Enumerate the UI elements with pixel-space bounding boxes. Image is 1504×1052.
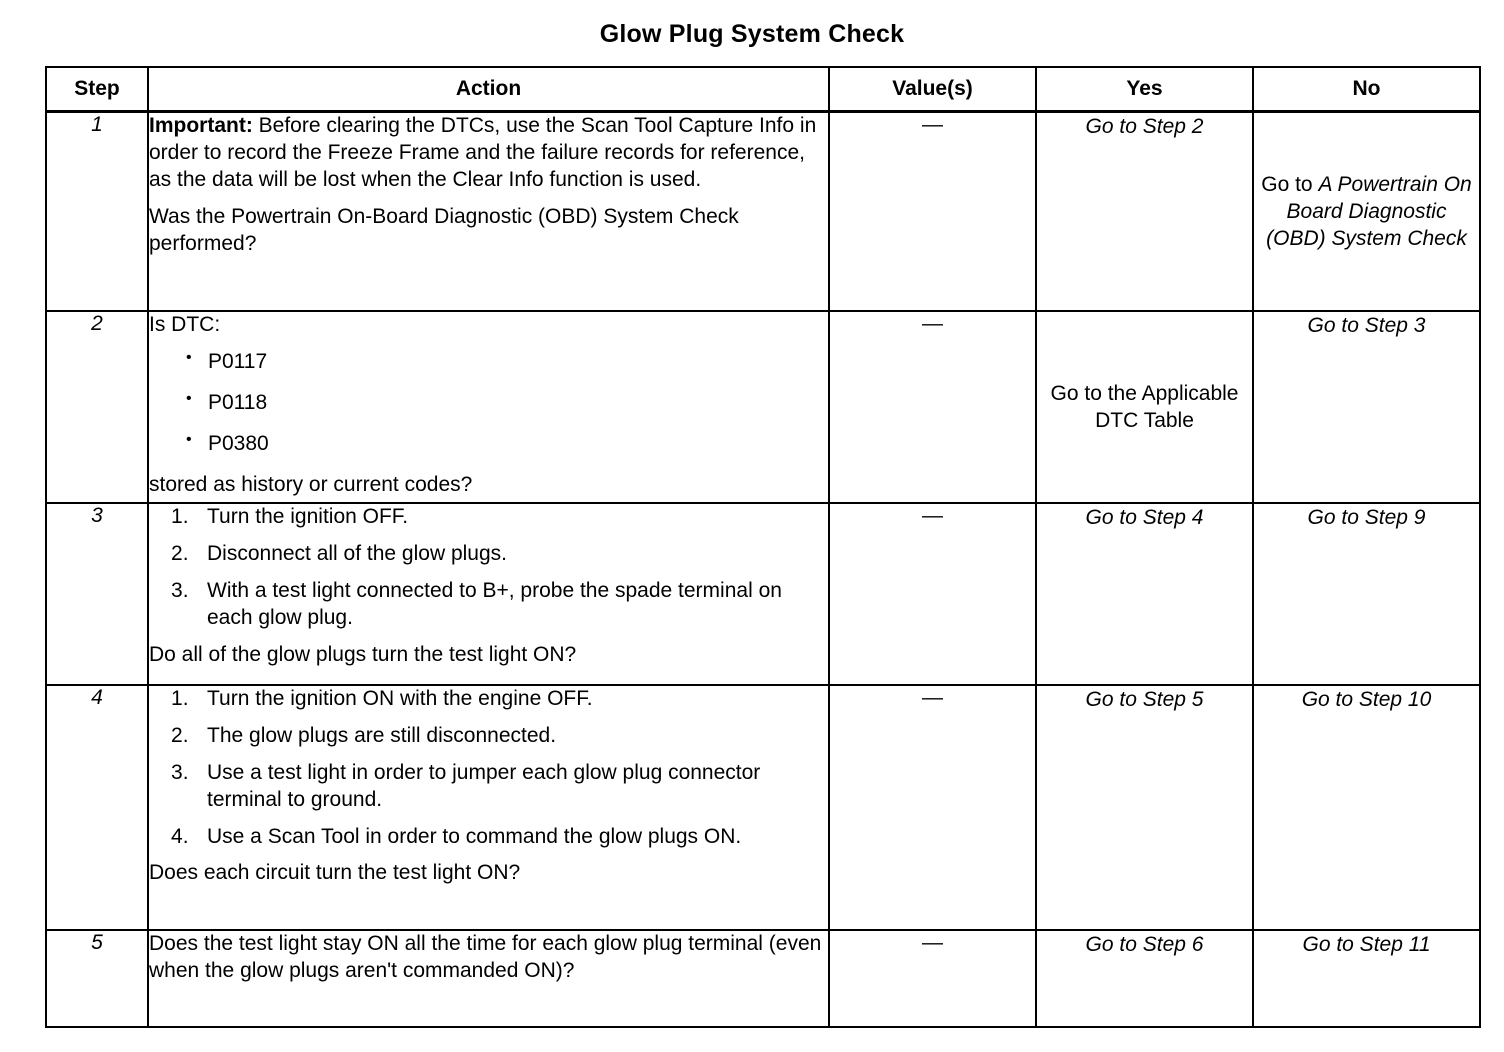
table-header-row: Step Action Value(s) Yes No <box>45 66 1481 113</box>
yes-branch: Go to Step 4 <box>1035 502 1254 686</box>
action-question: Was the Powertrain On-Board Diagnostic (… <box>149 204 739 255</box>
dtc-code-list: P0117 P0118 P0380 <box>149 348 828 458</box>
value-cell: — <box>828 929 1037 1028</box>
list-item: Turn the ignition OFF. <box>171 504 409 531</box>
yes-branch: Go to Step 5 <box>1035 684 1254 931</box>
list-item: Disconnect all of the glow plugs. <box>171 541 507 568</box>
column-header-values: Value(s) <box>828 66 1037 113</box>
no-branch: Go to Step 11 <box>1252 929 1481 1028</box>
value-cell: — <box>828 110 1037 312</box>
table-row: 5 Does the test light stay ON all the ti… <box>45 929 1481 1028</box>
no-branch: Go to A Powertrain On Board Diagnostic (… <box>1252 110 1481 312</box>
table-row: 3 Turn the ignition OFF. Disconnect all … <box>45 502 1481 686</box>
list-item: P0118 <box>186 389 828 417</box>
action-question: Does each circuit turn the test light ON… <box>149 861 521 885</box>
action-cell: Is DTC: P0117 P0118 P0380 stored as hist… <box>147 310 830 504</box>
diagnostic-table: Step Action Value(s) Yes No 1 Important:… <box>45 66 1481 1028</box>
list-item: With a test light connected to B+, probe… <box>171 578 782 629</box>
yes-branch: Go to Step 6 <box>1035 929 1254 1028</box>
action-question: Do all of the glow plugs turn the test l… <box>149 642 577 666</box>
column-header-step: Step <box>45 66 149 113</box>
column-header-no: No <box>1252 66 1481 113</box>
action-important-paragraph: Important: Before clearing the DTCs, use… <box>149 113 828 194</box>
step-number: 1 <box>45 110 149 312</box>
no-branch: Go to Step 9 <box>1252 502 1481 686</box>
no-branch-lead: Go to <box>1261 172 1319 196</box>
important-label: Important: <box>149 114 253 137</box>
column-header-action: Action <box>147 66 830 113</box>
list-item: P0117 <box>186 348 828 376</box>
list-item: The glow plugs are still disconnected. <box>171 723 557 750</box>
step-number: 4 <box>45 684 149 931</box>
list-item: Use a Scan Tool in order to command the … <box>171 824 742 851</box>
list-item: P0380 <box>186 430 828 458</box>
table-row: 1 Important: Before clearing the DTCs, u… <box>45 110 1481 312</box>
action-cell: Turn the ignition ON with the engine OFF… <box>147 684 830 931</box>
action-cell: Important: Before clearing the DTCs, use… <box>147 110 830 312</box>
no-branch: Go to Step 10 <box>1252 684 1481 931</box>
action-cell: Does the test light stay ON all the time… <box>147 929 830 1028</box>
important-text: Before clearing the DTCs, use the Scan T… <box>149 114 817 191</box>
step-number: 2 <box>45 310 149 504</box>
action-cell: Turn the ignition OFF. Disconnect all of… <box>147 502 830 686</box>
list-item: Use a test light in order to jumper each… <box>171 760 761 811</box>
action-question: Does the test light stay ON all the time… <box>149 932 822 982</box>
action-question: stored as history or current codes? <box>149 472 473 496</box>
page-title: Glow Plug System Check <box>599 20 905 48</box>
table-row: 2 Is DTC: P0117 P0118 P0380 stored as hi… <box>45 310 1481 504</box>
list-item: Turn the ignition ON with the engine OFF… <box>171 686 593 713</box>
value-cell: — <box>828 310 1037 504</box>
column-header-yes: Yes <box>1035 66 1254 113</box>
procedure-list: Turn the ignition ON with the engine OFF… <box>149 686 828 850</box>
yes-branch: Go to Step 2 <box>1035 110 1254 312</box>
yes-branch: Go to the Applicable DTC Table <box>1035 310 1254 504</box>
value-cell: — <box>828 684 1037 931</box>
table-row: 4 Turn the ignition ON with the engine O… <box>45 684 1481 931</box>
value-cell: — <box>828 502 1037 686</box>
procedure-list: Turn the ignition OFF. Disconnect all of… <box>149 504 828 632</box>
no-branch: Go to Step 3 <box>1252 310 1481 504</box>
step-number: 5 <box>45 929 149 1028</box>
action-intro: Is DTC: <box>149 313 221 336</box>
no-branch-reference: A Powertrain On Board Diagnostic (OBD) S… <box>1266 172 1472 251</box>
step-number: 3 <box>45 502 149 686</box>
